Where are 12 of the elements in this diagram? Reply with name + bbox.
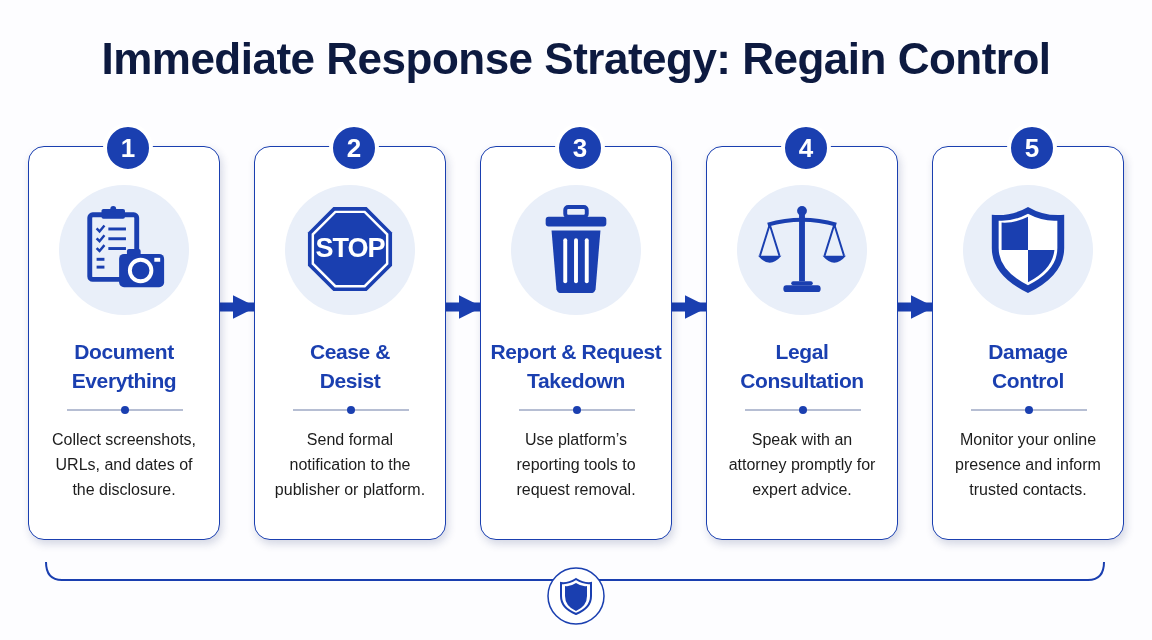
title: Immediate Response Strategy: Regain Control — [100, 34, 1052, 84]
step-description: Speak with an attorney promptly for expert advice. — [727, 430, 877, 500]
step-heading: Document Everything — [70, 339, 178, 394]
step-description: Monitor your online presence and inform trusted contacts. — [954, 430, 1102, 500]
step-heading: Damage Control — [987, 339, 1069, 394]
step-heading: Report & Request Takedown — [489, 339, 663, 394]
step-description: Use platform’s reporting tools to request removal. — [515, 430, 637, 500]
step-heading: Cease & Desist — [308, 339, 392, 394]
step-description: Send formal notification to the publisher or platform. — [273, 430, 427, 500]
sign-text: STOP — [314, 233, 386, 264]
step-description: Collect screenshots, URLs, and dates of the disclosure. — [50, 430, 198, 500]
step-heading: Legal Consultation — [739, 339, 865, 394]
